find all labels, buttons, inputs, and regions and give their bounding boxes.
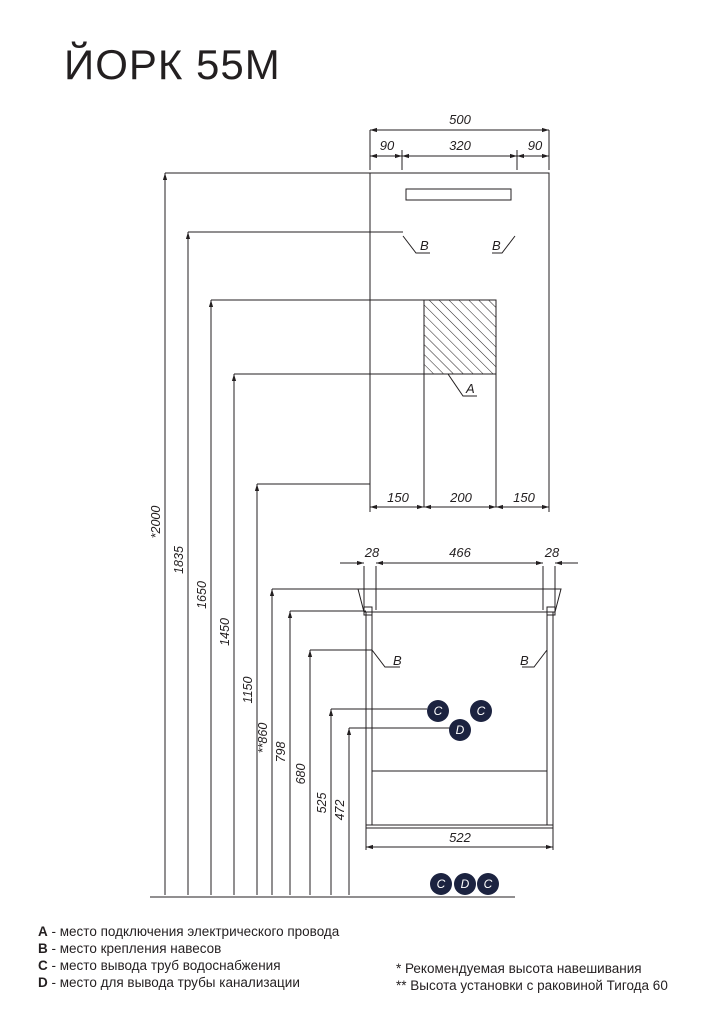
legend-item-c: C - место вывода труб водоснабжения (38, 958, 281, 973)
height-1150: 1150 (241, 677, 255, 704)
mirror-lamp (405, 188, 512, 201)
height-798: 798 (274, 742, 288, 763)
svg-text:D: D (456, 723, 465, 737)
height-525: 525 (315, 793, 329, 814)
cabinet-bottom-width: 522 (449, 830, 471, 845)
height-2000: *2000 (149, 506, 163, 539)
floor-marker-d: D (454, 873, 476, 895)
cabinet-body (365, 611, 554, 829)
note-recommended-height: * Рекомендуемая высота навешивания (396, 961, 642, 976)
floor-marker-c-left: C (430, 873, 452, 895)
cabinet-top-right: 28 (544, 545, 560, 560)
marker-c-left: C (427, 700, 449, 722)
mirror-bottom-middle: 200 (449, 490, 472, 505)
marker-b-mirror-left: B (420, 238, 429, 253)
page-title: ЙОРК 55М (64, 41, 281, 88)
cabinet-top-middle: 466 (449, 545, 471, 560)
legend: A - место подключения электрического про… (38, 923, 339, 991)
legend-item-d: D - место для вывода трубы канализации (38, 975, 300, 990)
marker-d: D (449, 719, 471, 741)
height-1450: 1450 (218, 618, 232, 646)
legend-item-b: B - место крепления навесов (38, 941, 222, 956)
marker-b-cabinet-left: B (393, 653, 402, 668)
notes: * Рекомендуемая высота навешивания ** Вы… (396, 960, 668, 994)
legend-item-a: A - место подключения электрического про… (38, 924, 340, 939)
height-860: **860 (256, 723, 270, 754)
floor-marker-c-right: C (477, 873, 499, 895)
mirror-bottom-right: 150 (513, 490, 535, 505)
cabinet-top-left: 28 (364, 545, 380, 560)
note-tigoda-height: ** Высота установки с раковиной Тигода 6… (396, 978, 668, 993)
svg-text:C: C (484, 877, 493, 891)
svg-text:C: C (434, 704, 443, 718)
marker-c-right: C (470, 700, 492, 722)
mirror-width-total: 500 (449, 112, 471, 127)
mirror-width-left: 90 (380, 138, 395, 153)
mirror-bottom-left: 150 (387, 490, 409, 505)
mirror-width-right: 90 (528, 138, 543, 153)
mirror-width-middle: 320 (449, 138, 471, 153)
marker-a: A (465, 381, 475, 396)
svg-text:C: C (477, 704, 486, 718)
height-680: 680 (294, 764, 308, 785)
marker-b-mirror-right: B (492, 238, 501, 253)
marker-b-cabinet-right: B (520, 653, 529, 668)
svg-text:D: D (461, 877, 470, 891)
height-472: 472 (333, 800, 347, 821)
svg-text:C: C (437, 877, 446, 891)
socket-hatched-zone (423, 299, 497, 375)
height-1835: 1835 (172, 546, 186, 574)
height-1650: 1650 (195, 581, 209, 609)
